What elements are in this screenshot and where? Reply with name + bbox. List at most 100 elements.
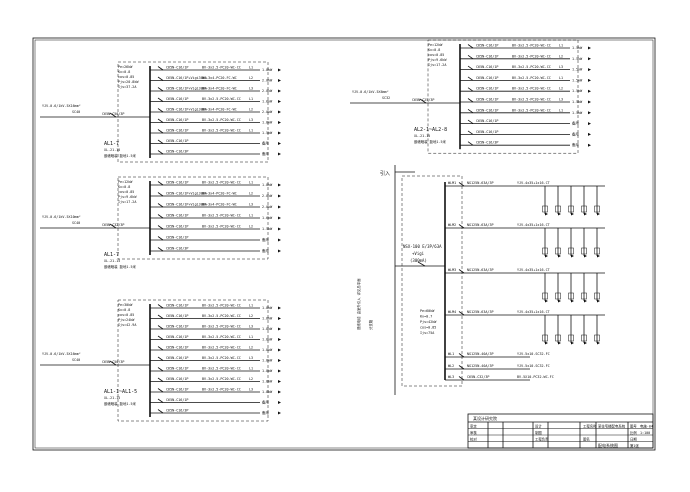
meter-box	[581, 292, 587, 300]
circuit-phase-label: L1	[249, 129, 253, 133]
circuit-load-label: 1.8kW	[262, 68, 273, 72]
circuit-breaker-label: C65N-C16/1P	[476, 119, 498, 123]
load-param: cos=0.85	[118, 190, 134, 194]
feeder-cable-label: YJV-0.6/1kV-5X16mm²	[42, 104, 81, 108]
branch-cable-label: YJV-4x35+1x16-CT	[517, 223, 550, 227]
branch-cable-label: YJV-5x10-SC32-FC	[517, 352, 550, 356]
signature-role: 制图	[535, 430, 542, 435]
circuit-load-label: 1.5kW	[262, 131, 273, 135]
load-param: Kx=0.8	[118, 308, 130, 312]
branch-id: WL2	[448, 364, 454, 368]
circuit-breaker-label: C65N-C16/1P	[166, 139, 188, 143]
circuit-breaker-contact	[157, 236, 164, 241]
circuit-phase-label: L3	[249, 388, 253, 392]
circuit-end-arrow	[278, 227, 281, 231]
circuit-phase-label: L3	[249, 325, 253, 329]
circuit-load-label: 备用	[262, 400, 269, 405]
branch-cable-label: YJV-4x35+1x16-CT	[517, 268, 550, 272]
circuit-phase-label: L2	[249, 346, 253, 350]
circuit-phase-label: L3	[249, 87, 253, 91]
circuit-phase-label: L2	[559, 87, 563, 91]
circuit-breaker-label: C65N-C16/1P	[166, 335, 188, 339]
load-param: Kx=0.8	[118, 70, 130, 74]
circuit-cable-label: BV-3x2.5-PC20-WC-CC	[202, 325, 241, 329]
circuit-phase-label: L2	[249, 76, 253, 80]
circuit-load-label: 1.5kW	[572, 78, 583, 82]
circuit-breaker-contact	[157, 356, 164, 361]
panel-name: AL1-1~AL1-5	[104, 389, 137, 395]
main-load-param: cos=0.85	[420, 326, 436, 330]
tree-end-arrow	[597, 254, 600, 258]
circuit-breaker-contact	[157, 66, 164, 71]
circuit-breaker-label: C65N-C16/3P	[476, 141, 498, 145]
circuit-load-label: 备用	[262, 237, 269, 242]
circuit-breaker-contact	[467, 98, 474, 103]
tree-end-arrow	[571, 299, 574, 303]
main-breaker-label: C65N-C50/3P	[102, 112, 124, 116]
panel-name: AL1-7	[104, 141, 119, 147]
circuit-breaker-contact	[157, 314, 164, 319]
circuit-breaker-label: C65N-C16/3P	[166, 409, 188, 413]
circuit-breaker-label: C65N-C16/1P	[166, 129, 188, 133]
circuit-end-arrow	[588, 57, 591, 61]
circuit-cable-label: BV-3x2.5-PC20-WC-CC	[512, 76, 551, 80]
circuit-breaker-label: C65N-C16/1P	[166, 325, 188, 329]
circuit-end-arrow	[588, 46, 591, 50]
load-param: Ijs=42.9A	[118, 323, 136, 327]
circuit-breaker-contact	[157, 409, 164, 414]
main-breaker-label: C65N-C32/3P	[102, 223, 124, 227]
circuit-breaker-contact	[157, 225, 164, 230]
circuit-cable-label: BV-3x2.5-PC20-WC-CC	[512, 98, 551, 102]
circuit-breaker-label: C65N-C16/1P	[166, 97, 188, 101]
circuit-load-label: 备用	[572, 121, 579, 126]
number-label: 图号	[630, 424, 637, 429]
tree-end-arrow	[597, 212, 600, 216]
circuit-breaker-label: C65N-C16/1P	[166, 236, 188, 240]
circuit-phase-label: L3	[249, 203, 253, 207]
meter-box	[594, 205, 600, 213]
circuit-cable-label: BV-3x2.5-PC20-WC-CC	[202, 129, 241, 133]
circuit-breaker-contact	[157, 247, 164, 252]
panel-enclosure	[117, 176, 269, 260]
project-label: 工程名称	[583, 424, 597, 429]
circuit-load-label: 1.5kW	[572, 89, 583, 93]
drawing-frame	[32, 37, 656, 451]
panel-note: 嵌墙暗装 距地1.5米	[104, 153, 137, 158]
main-load-param: Kx=0.7	[420, 315, 432, 319]
drawing-number: 电施-04	[640, 424, 653, 429]
circuit-phase-label: L1	[559, 76, 563, 80]
circuit-load-label: 备用	[262, 410, 269, 415]
circuit-breaker-contact	[157, 304, 164, 309]
tree-end-arrow	[571, 212, 574, 216]
tree-end-arrow	[597, 341, 600, 345]
circuit-breaker-label: C65N-C16/3P	[166, 247, 188, 251]
circuit-cable-label: BV-3x4-PC20-FC-WC	[202, 192, 237, 196]
circuit-breaker-contact	[157, 398, 164, 403]
tree-end-arrow	[558, 212, 561, 216]
circuit-phase-label: L1	[559, 108, 563, 112]
branch-breaker-label: C65N-C32/3P	[467, 375, 489, 379]
circuit-phase-label: L3	[559, 98, 563, 102]
tree-end-arrow	[584, 212, 587, 216]
load-param: Kx=0.8	[428, 48, 440, 52]
branch-breaker-contact	[458, 353, 465, 358]
circuit-end-arrow	[278, 131, 281, 135]
circuit-cable-label: BV-3x2.5-PC20-WC-CC	[512, 108, 551, 112]
circuit-load-label: 2.0kW	[262, 89, 273, 93]
main-breaker-contact	[109, 360, 117, 366]
circuit-cable-label: BV-3x2.5-PC20-WC-CC	[202, 304, 241, 308]
tree-end-arrow	[597, 299, 600, 303]
circuit-cable-label: BV-3x2.5-PC20-WC-CC	[202, 314, 241, 318]
main-breaker-label: NSX-100 E/3P/63A	[403, 244, 442, 249]
circuit-breaker-label: C65N-C16/1P+Vigi30mA	[166, 108, 207, 112]
main-panel-enclosure	[401, 175, 463, 387]
circuit-breaker-contact	[157, 335, 164, 340]
branch-breaker-contact	[458, 365, 465, 370]
circuit-end-arrow	[278, 348, 281, 352]
circuit-breaker-label: C65N-C16/1P+Vigi30mA	[166, 192, 207, 196]
meter-box	[555, 292, 561, 300]
circuit-breaker-label: C65N-C16/1P	[476, 130, 498, 134]
circuit-breaker-label: C65N-C16/1P	[476, 65, 498, 69]
circuit-cable-label: BV-3x2.5-PC20-WC-CC	[512, 87, 551, 91]
circuit-breaker-label: C65N-C16/1P	[166, 314, 188, 318]
